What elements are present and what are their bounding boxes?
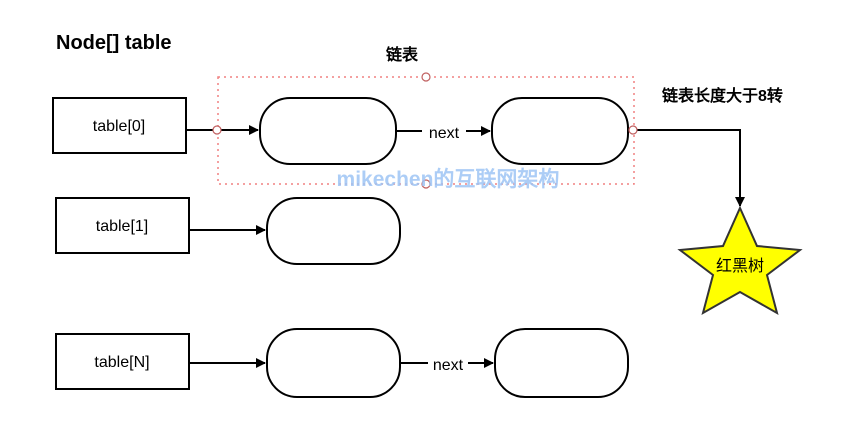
next-label-0: next [429, 125, 460, 142]
threshold-label: 链表长度大于8转 [662, 86, 783, 105]
slot-box-n[interactable] [55, 333, 190, 390]
next-label-n: next [433, 357, 464, 374]
list-node-0-1[interactable] [259, 97, 397, 165]
selection-handle-bottom[interactable] [421, 179, 431, 189]
slot-label-n: table[N] [94, 354, 149, 371]
selection-handle-right[interactable] [628, 125, 638, 135]
list-node-0-2[interactable] [491, 97, 629, 165]
page-title: Node[] table [56, 32, 172, 54]
list-node-n-2[interactable] [494, 328, 629, 398]
arrow-to-tree [628, 129, 745, 207]
list-node-1-1[interactable] [266, 197, 401, 265]
slot-label-1: table[1] [96, 218, 148, 235]
selection-handle-top[interactable] [421, 72, 431, 82]
selection-handle-left[interactable] [212, 125, 222, 135]
linked-list-label: 链表 [386, 45, 419, 64]
slot-box-1[interactable] [55, 197, 190, 254]
slot-box-0[interactable] [52, 97, 187, 154]
list-node-n-1[interactable] [266, 328, 401, 398]
slot-label-0: table[0] [93, 118, 145, 135]
watermark-text: mikechen的互联网架构 [337, 167, 560, 191]
tree-label: 红黑树 [716, 257, 764, 275]
red-black-tree-star-icon[interactable] [677, 205, 803, 316]
